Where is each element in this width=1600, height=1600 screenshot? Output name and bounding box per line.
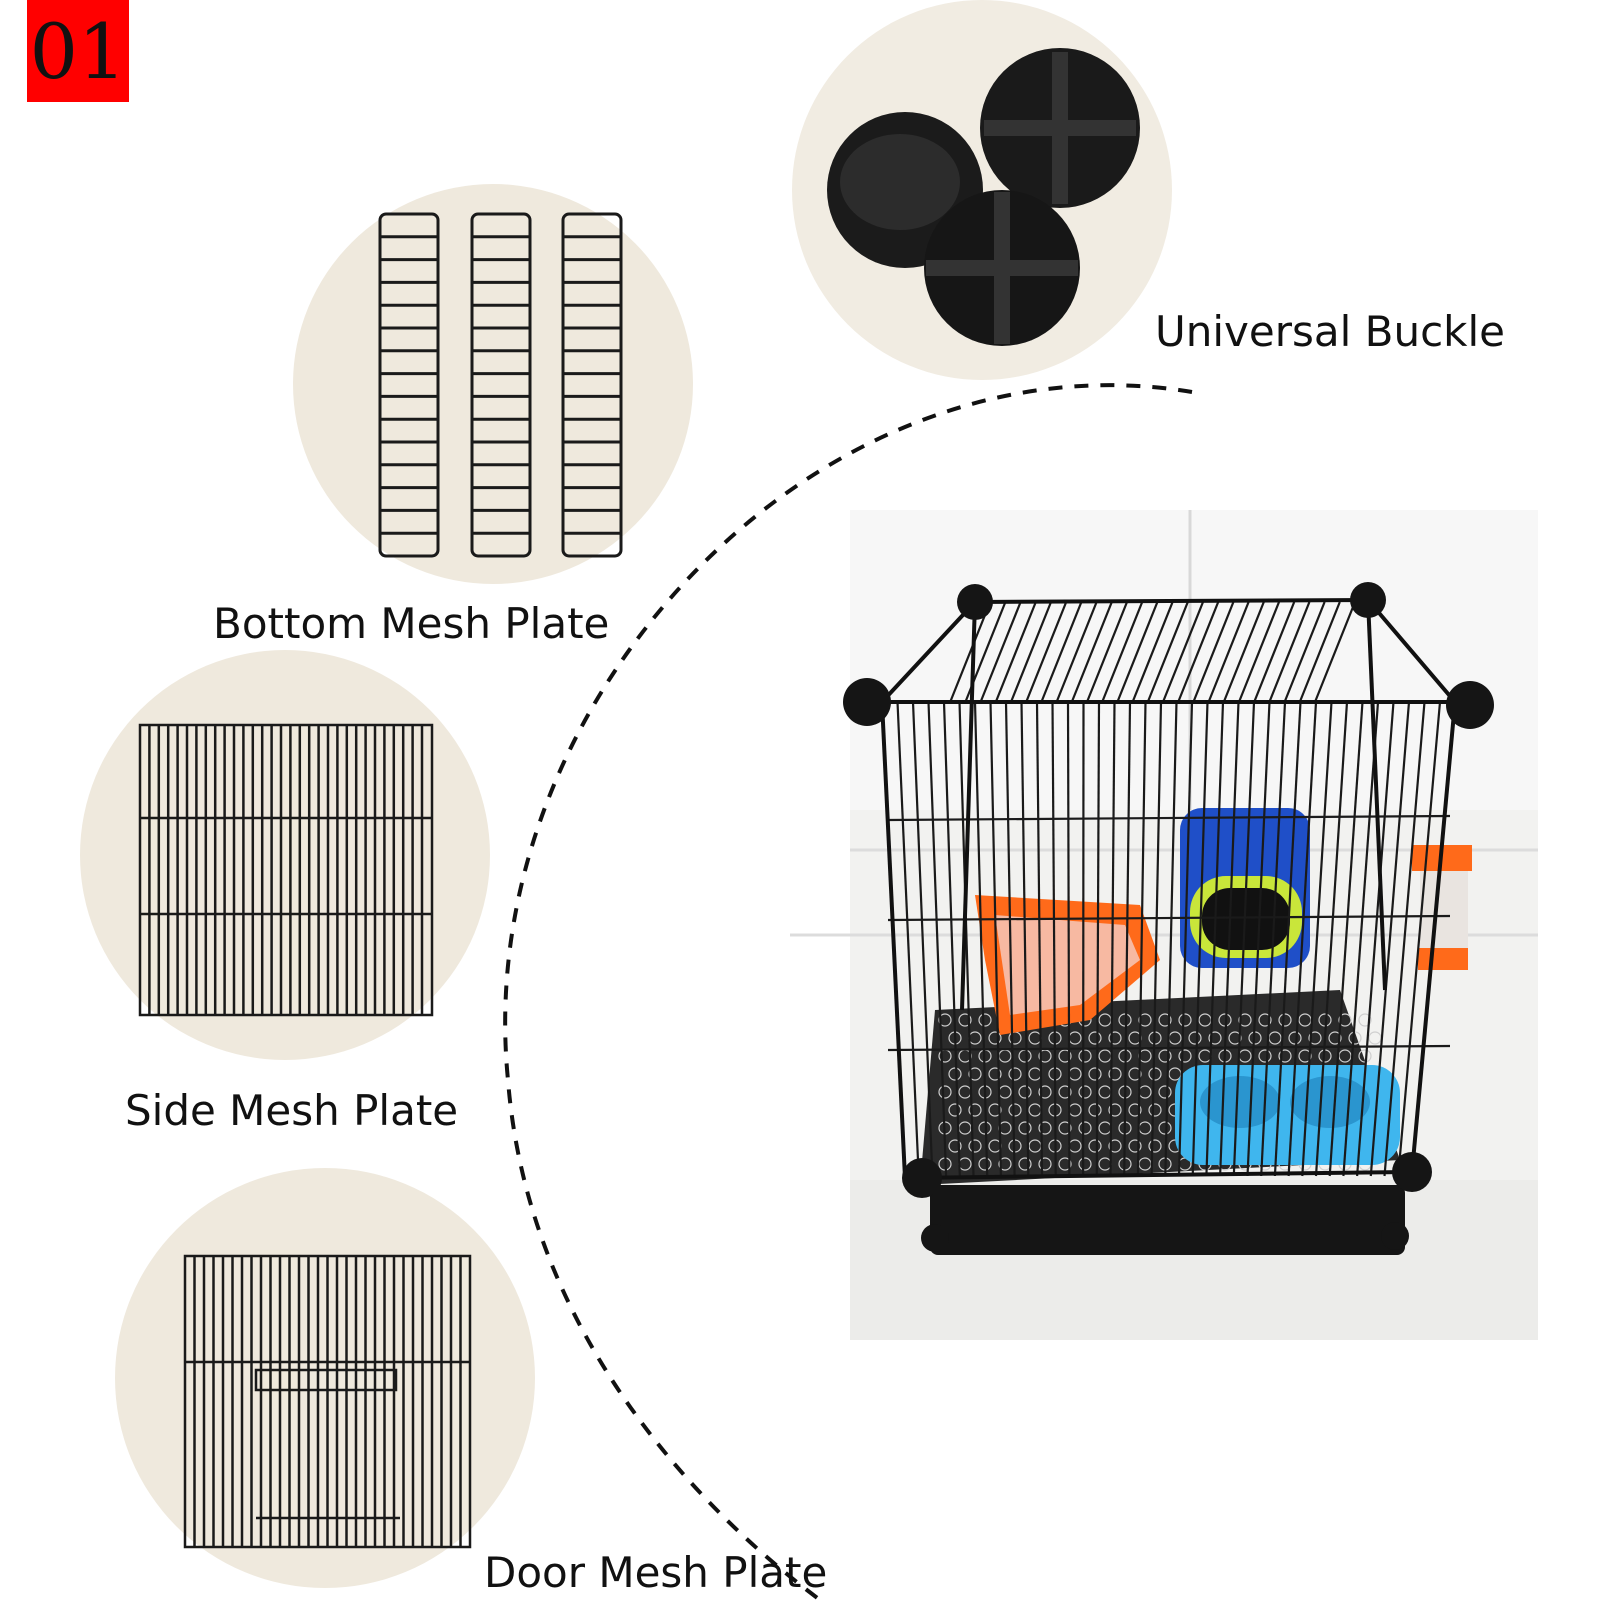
buckle-icon [921, 1224, 949, 1252]
cage-buckles [843, 582, 1494, 1252]
buckle-icon [843, 678, 891, 726]
door-circle-bg [115, 1168, 535, 1588]
buckle-icon [957, 584, 993, 620]
buckle-icon [902, 1158, 942, 1198]
bottom-mesh-plate-photo [293, 184, 693, 584]
buckle-icon [1446, 681, 1494, 729]
universal-buckle-photo [792, 0, 1172, 380]
side-mesh-grid [138, 723, 434, 1017]
side-circle-bg [80, 650, 490, 1060]
buckle-icon [1350, 582, 1386, 618]
door-mesh-plate-label: Door Mesh Plate [484, 1548, 828, 1597]
door-mesh-grid [183, 1254, 472, 1549]
assembled-cage-photo [790, 510, 1538, 1340]
badge-number: 01 [29, 6, 127, 96]
buckle-icon-2 [980, 48, 1140, 208]
side-mesh-plate-label: Side Mesh Plate [125, 1086, 459, 1135]
bottom-mesh-strips [378, 212, 623, 558]
universal-buckle-label: Universal Buckle [1155, 307, 1505, 356]
bottom-circle-bg [293, 184, 693, 584]
cage-wire-frame [887, 601, 1457, 1177]
cage-frame [877, 597, 1460, 1180]
side-mesh-plate-photo [80, 650, 490, 1060]
buckle-icon-3 [924, 190, 1080, 346]
food-bowl [1175, 1065, 1400, 1165]
buckle-icon [1381, 1222, 1409, 1250]
buckle-icon [1392, 1152, 1432, 1192]
bottom-mesh-plate-label: Bottom Mesh Plate [213, 599, 610, 648]
number-badge: 01 [27, 0, 129, 102]
cage-tray [930, 1185, 1405, 1255]
door-mesh-plate-photo [115, 1168, 535, 1588]
